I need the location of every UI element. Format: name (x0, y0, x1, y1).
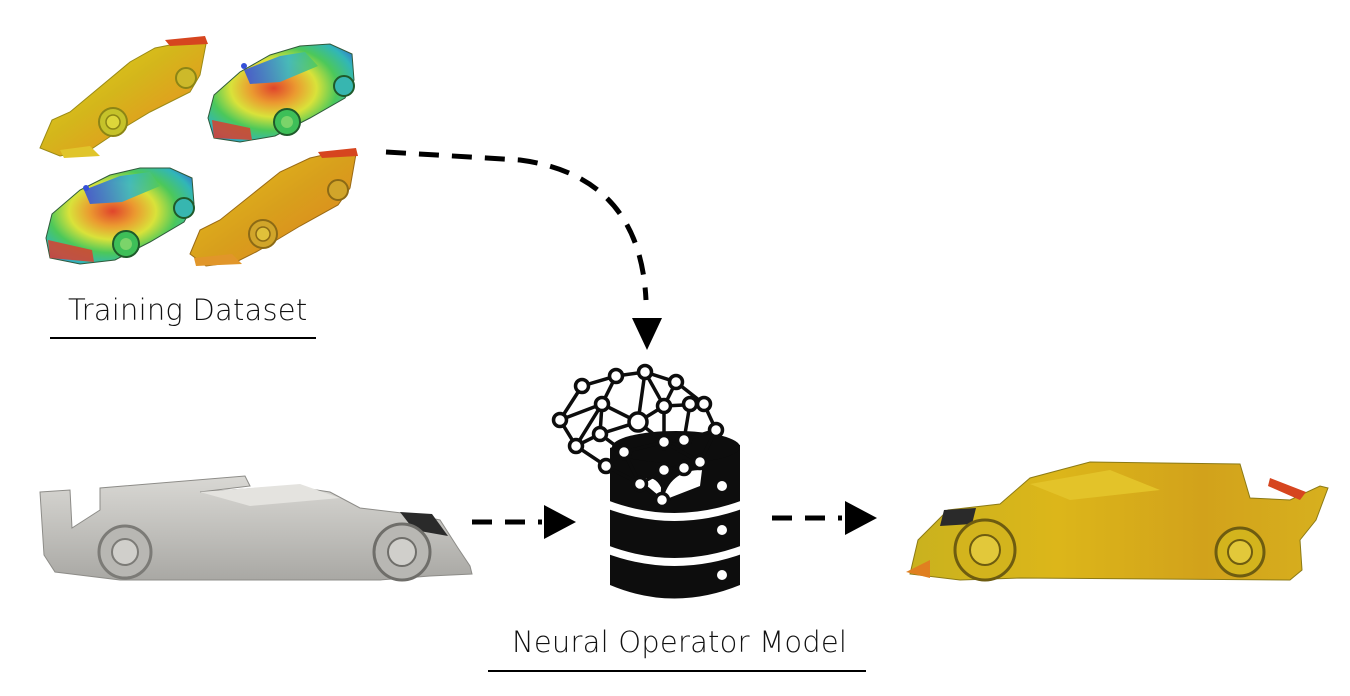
training-dataset-underline (50, 337, 316, 339)
database-icon (604, 431, 746, 599)
input-car-icon (39, 475, 473, 582)
dataset-to-model-arrow (385, 149, 662, 350)
training-dataset-label: Training Dataset (68, 293, 308, 327)
predicted-car-icon (906, 461, 1329, 582)
training-car-2-icon (207, 43, 355, 143)
training-car-1-icon (39, 36, 208, 158)
training-car-3-icon (45, 167, 195, 265)
training-car-4-icon (189, 148, 358, 267)
model-to-output-arrow (772, 501, 877, 535)
brain-network-icon (551, 363, 725, 509)
input-to-model-arrow (472, 505, 576, 539)
neural-operator-model-label: Neural Operator Model (512, 625, 848, 659)
neural-operator-model-underline (488, 670, 866, 672)
